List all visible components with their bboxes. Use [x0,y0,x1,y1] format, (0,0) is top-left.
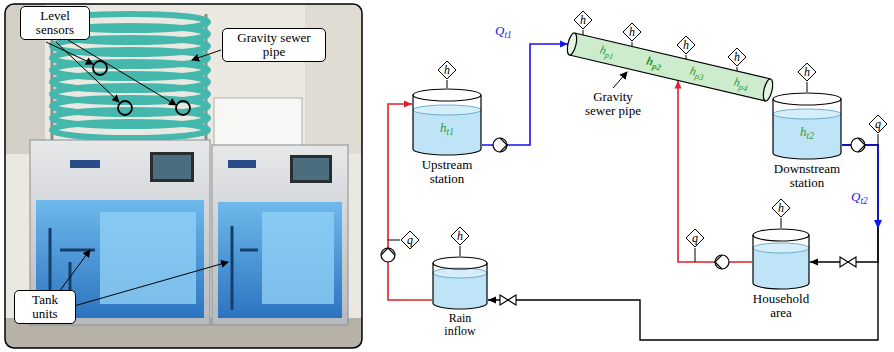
sensor-symbol: h [450,226,470,246]
connector [781,218,782,228]
sensor-symbol: q [868,114,888,134]
sewer-pipe: hp1hp2hp3hp4 [560,30,780,102]
sensor-ring [93,61,190,115]
tank-outline [412,88,482,156]
photo-scene [5,4,362,348]
connector [807,82,808,92]
annotation-label: Gravity sewer pipe [584,90,642,118]
tank: Household area [752,228,810,290]
tank-outline [772,92,842,160]
callout-box: Gravity sewer pipe [222,28,326,62]
sensor-diamond: h [676,35,696,55]
callout-text: Level sensors [26,9,84,37]
tank-label: Downstream station [765,162,849,190]
sensor-diamond: q [868,114,888,134]
pipe-level-variable: hp3 [688,65,705,82]
sensor-diamond: q [400,230,420,250]
sensor-diamond: h [450,226,470,246]
sensor-diamond: h [797,62,817,82]
callout-box: Tank units [14,290,76,324]
sensor-symbol: h [771,198,791,218]
callout-text: Gravity sewer pipe [228,31,320,59]
sensor-symbol: h [437,60,457,80]
pipe-level-variable: hp1 [598,44,615,61]
flow-label: Qt1 [494,24,513,39]
sensor-symbol: h [573,10,593,30]
connector [583,30,584,35]
sensor-diamond: h [573,10,593,30]
connector [447,80,448,88]
tank-outline [432,256,488,310]
tank-outline [752,228,810,290]
sensor-diamond: h [771,198,791,218]
tank-label: Upstream station [410,158,484,186]
connector [460,246,461,256]
tank: ht1Upstream station [412,88,482,156]
sensor-symbol: h [797,62,817,82]
flow-label: Qt2 [850,190,869,205]
sensor-symbol: h [727,47,747,67]
tank-label: Rain inflow [435,312,485,338]
level-variable: ht1 [412,121,482,136]
pipe-level-variable: hp4 [732,76,749,93]
leader-line [46,40,627,312]
tank-label: Household area [745,292,817,320]
callout-box: Level sensors [20,6,90,40]
flow-overlay [842,145,882,229]
sensor-diamond: h [622,22,642,42]
connector [482,41,568,146]
sensor-symbol: h [676,35,696,55]
sensor-diamond: h [727,47,747,67]
sensor-diamond: h [437,60,457,80]
tank: Rain inflow [432,256,488,310]
sensor-symbol: q [400,230,420,250]
sensor-symbol: h [622,22,642,42]
connector [488,145,878,340]
tank: ht2Downstream station [772,92,842,160]
level-variable: ht2 [772,125,842,140]
connector [675,81,753,263]
callout-text: Tank units [20,293,70,321]
sensor-diamond: q [685,228,705,248]
photo-frame [5,4,362,348]
sensor-symbol: q [685,228,705,248]
